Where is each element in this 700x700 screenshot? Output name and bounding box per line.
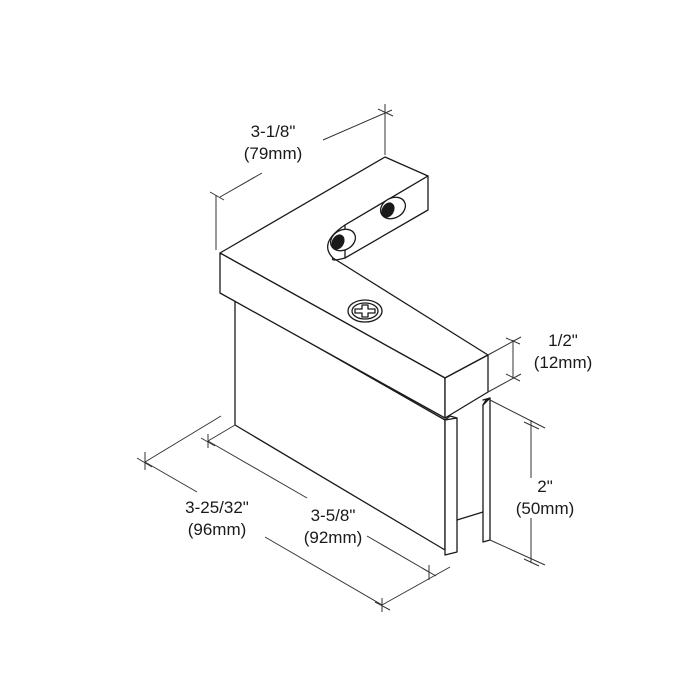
dim-plate-length-metric: (92mm) [303,528,363,547]
dim-thickness-label: 1/2" (12mm) [523,330,603,374]
dim-glass-height-metric: (50mm) [515,499,575,518]
dim-overall-length-imperial: 3-25/32" [185,498,249,517]
dim-top-width-label: 3-1/8" (79mm) [238,121,308,165]
dim-plate-length-label: 3-5/8" (92mm) [293,505,373,549]
dim-plate-length-imperial: 3-5/8" [310,506,356,525]
dim-top-width-imperial: 3-1/8" [250,122,296,141]
l-bracket [219,156,489,419]
mounting-hole-icon [329,196,407,252]
dimension-lines [136,104,546,612]
dim-glass-height-label: 2" (50mm) [505,476,585,520]
dim-overall-length-label: 3-25/32" (96mm) [172,497,262,541]
phillips-screw-icon [347,299,383,323]
dim-thickness-imperial: 1/2" [548,331,578,350]
dim-overall-length-metric: (96mm) [187,520,247,539]
dim-glass-height-imperial: 2" [537,477,553,496]
dim-thickness-metric: (12mm) [533,353,593,372]
dim-top-width-metric: (79mm) [243,144,303,163]
clamp-plate [234,299,491,556]
